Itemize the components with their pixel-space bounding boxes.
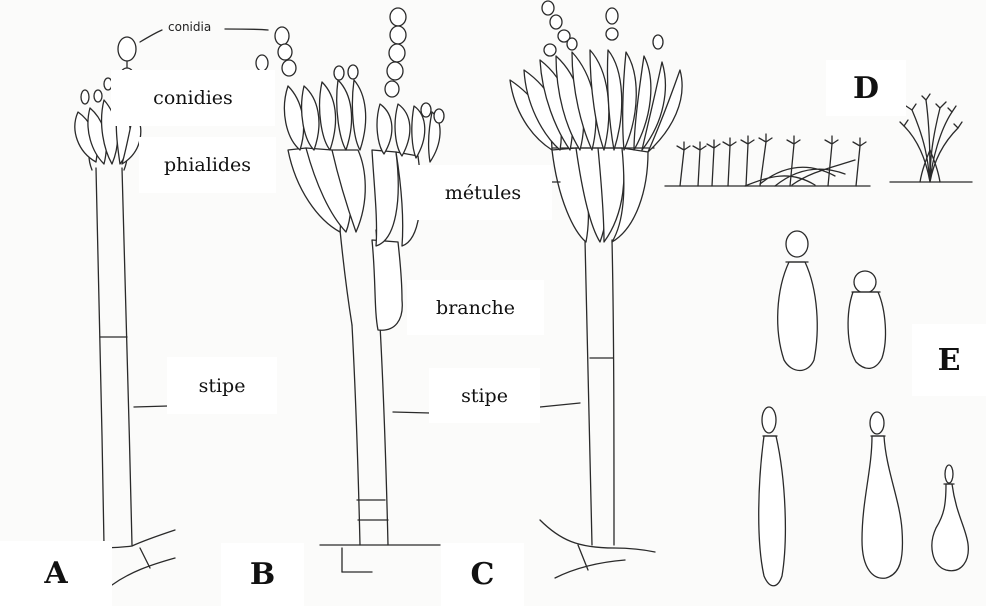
label-metules: métules <box>414 165 552 220</box>
label-phialides: phialides <box>139 137 276 193</box>
phialide-shapes-e <box>758 230 969 587</box>
label-stipe-a: stipe <box>167 357 277 414</box>
colony-habit-d <box>664 93 973 187</box>
label-branche: branche <box>407 280 544 335</box>
panel-letter-a: A <box>0 541 112 606</box>
conidiophore-c <box>509 0 683 579</box>
panel-letter-e: E <box>912 324 986 396</box>
label-conidia: conidia <box>168 20 212 34</box>
panel-letter-b: B <box>221 543 304 606</box>
leader-lines <box>133 181 581 414</box>
panel-letter-c: C <box>441 543 524 606</box>
label-conidies: conidies <box>111 70 275 126</box>
panel-letter-d: D <box>826 60 906 116</box>
label-stipe-b: stipe <box>429 368 540 423</box>
conidiophore-b <box>224 7 445 573</box>
